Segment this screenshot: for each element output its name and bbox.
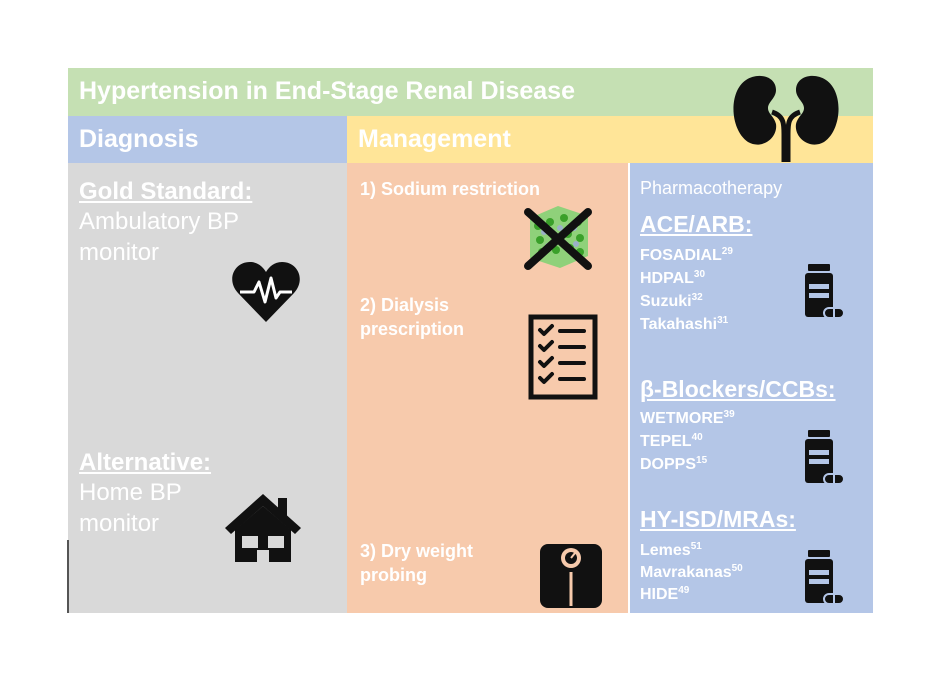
gold-standard-line-1: Ambulatory BP <box>79 208 240 235</box>
checklist-icon <box>528 314 598 400</box>
study-item: TEPEL40 <box>640 432 703 450</box>
scale-icon <box>540 544 602 608</box>
gold-standard-label: Gold Standard: <box>79 178 253 205</box>
alternative-line-1: Home BP <box>79 479 182 506</box>
management-header-label: Management <box>358 125 511 153</box>
group-heading-ace-arb: ACE/ARB: <box>640 211 753 237</box>
alternative-line-2: monitor <box>79 510 160 537</box>
step-3-line-1: 3) Dry weight <box>360 541 474 561</box>
house-icon <box>225 494 301 562</box>
step-1-label: 1) Sodium restriction <box>360 179 541 199</box>
study-item: Mavrakanas50 <box>640 563 743 581</box>
step-3-line-2: probing <box>360 565 427 585</box>
step-2-line-1: 2) Dialysis <box>360 295 450 315</box>
heart-rate-icon <box>232 262 300 322</box>
study-item: DOPPS15 <box>640 455 708 473</box>
step-2-line-2: prescription <box>360 319 465 339</box>
study-item: HDPAL30 <box>640 269 706 287</box>
alternative-label: Alternative: <box>79 449 212 476</box>
diagram-title: Hypertension in End-Stage Renal Disease <box>79 77 575 105</box>
study-item: Lemes51 <box>640 541 702 559</box>
study-item: FOSADIAL29 <box>640 246 733 264</box>
diagnosis-header-label: Diagnosis <box>79 125 199 153</box>
pill-bottle-icon <box>805 264 845 319</box>
diagnosis-panel <box>68 163 347 613</box>
group-heading-beta-blockers-ccbs: β-Blockers/CCBs: <box>640 376 836 402</box>
gold-standard-line-2: monitor <box>79 239 160 266</box>
study-item: Takahashi31 <box>640 315 729 333</box>
pharmacotherapy-panel <box>628 163 873 613</box>
pill-bottle-icon <box>805 430 845 485</box>
diagnosis-header: Diagnosis <box>68 116 347 163</box>
pharmacotherapy-title: Pharmacotherapy <box>640 178 783 198</box>
study-item: Suzuki32 <box>640 292 703 310</box>
study-item: WETMORE39 <box>640 409 735 427</box>
salt-crossed-icon <box>524 206 592 270</box>
panel-edge-line <box>67 540 69 613</box>
group-heading-hy-isd-mras: HY-ISD/MRAs: <box>640 506 796 532</box>
study-item: HIDE49 <box>640 585 690 603</box>
kidneys-icon <box>733 75 839 162</box>
pill-bottle-icon <box>805 550 845 605</box>
